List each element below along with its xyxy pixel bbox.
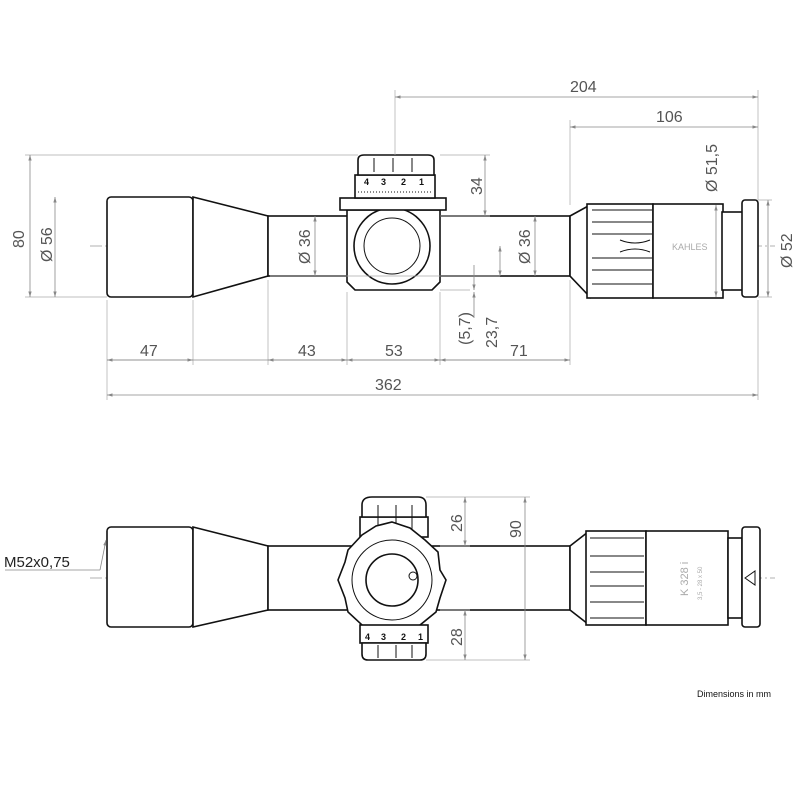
dim-26: 26 <box>449 514 466 532</box>
eyecup <box>741 199 759 298</box>
dim-23-7: 23,7 <box>484 317 501 348</box>
dim-28: 28 <box>449 628 466 646</box>
knob-center <box>365 553 419 607</box>
dim-34: 34 <box>469 177 486 195</box>
dim-80: 80 <box>11 230 28 248</box>
dim-diameter-36-rear: Ø 36 <box>517 229 534 264</box>
dim-204: 204 <box>570 79 597 96</box>
dim-90: 90 <box>508 520 525 538</box>
side-parallax-knob <box>353 207 431 285</box>
dim-53: 53 <box>385 343 403 360</box>
windage-turret-cap <box>361 642 427 661</box>
units-note: Dimensions in mm <box>697 689 771 699</box>
objective-taper <box>192 195 269 299</box>
dim-71: 71 <box>510 343 528 360</box>
horizontal-dimensions: 204 106 47 43 53 71 362 <box>107 79 758 397</box>
objective-bell <box>106 526 194 628</box>
top-view: KAHLES 4 3 2 1 204 1 <box>11 79 796 400</box>
dim-5-7: (5,7) <box>457 312 474 345</box>
turret-number: 2 <box>401 177 406 187</box>
dim-43: 43 <box>298 343 316 360</box>
dim-diameter-52: Ø 52 <box>779 233 796 268</box>
ocular-ring <box>727 537 743 619</box>
dim-diameter-36-front: Ø 36 <box>297 229 314 264</box>
thread-label: M52x0,75 <box>4 554 70 571</box>
dim-106: 106 <box>656 109 683 126</box>
objective-bell <box>106 196 194 298</box>
turret-number: 4 <box>364 177 369 187</box>
objective-taper <box>192 525 269 629</box>
elevation-turret-cap <box>357 154 435 176</box>
dim-diameter-56: Ø 56 <box>39 227 56 262</box>
model-label: K 328 i <box>679 562 691 596</box>
turret-base <box>339 197 447 211</box>
dim-diameter-51-5: Ø 51,5 <box>704 144 721 192</box>
turret-number: 4 <box>365 632 370 642</box>
dim-362: 362 <box>375 377 402 394</box>
ocular-ring <box>721 211 745 291</box>
eyepiece-body <box>645 530 729 626</box>
magnification-ring <box>585 530 647 626</box>
turret-number: 3 <box>381 177 386 187</box>
model-sub-label: 3,5 - 28 x 50 <box>698 566 704 600</box>
turret-number: 3 <box>381 632 386 642</box>
eyepiece-body <box>652 203 724 299</box>
eyecup <box>741 526 761 628</box>
triangle-marker-icon <box>744 570 756 586</box>
extension-lines <box>25 90 759 400</box>
turret-number: 1 <box>419 177 424 187</box>
bottom-view: K 328 i 3,5 - 28 x 50 4 3 2 1 26 90 28 M… <box>4 496 775 661</box>
turret-number: 1 <box>418 632 423 642</box>
brand-label: KAHLES <box>672 242 708 252</box>
turret-number: 2 <box>401 632 406 642</box>
vertical-dimensions: 80 Ø 56 Ø 36 Ø 36 34 (5,7) 23,7 Ø 51,5 Ø… <box>11 144 796 348</box>
top-turret-cap <box>361 496 427 518</box>
scope-side-outline: KAHLES 4 3 2 1 <box>106 154 759 299</box>
dim-47: 47 <box>140 343 158 360</box>
